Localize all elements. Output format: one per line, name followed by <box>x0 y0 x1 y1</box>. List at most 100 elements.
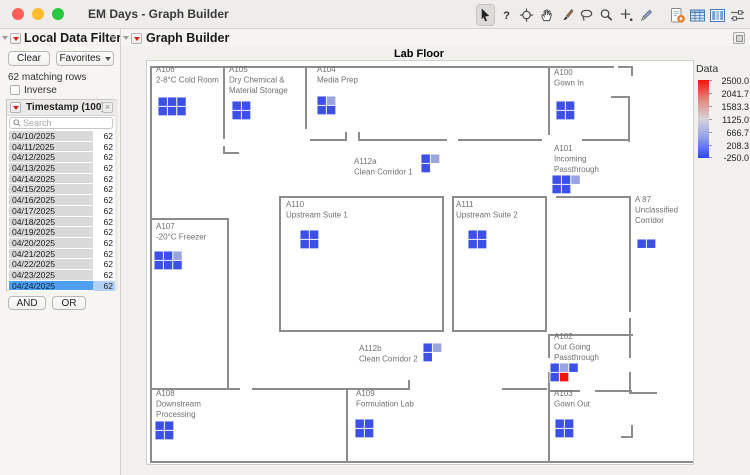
data-cell[interactable] <box>316 104 327 116</box>
filter-date-value[interactable]: 04/11/2025 <box>9 141 93 153</box>
data-cell[interactable] <box>176 105 187 117</box>
filter-date-value[interactable]: 04/24/2025 <box>9 280 93 292</box>
legend-gradient-bar[interactable] <box>698 80 709 158</box>
data-cell[interactable] <box>551 183 562 195</box>
filter-date-value[interactable]: 04/12/2025 <box>9 152 93 164</box>
filter-date-value[interactable]: 04/15/2025 <box>9 184 93 196</box>
filter-date-value[interactable]: 04/19/2025 <box>9 227 93 238</box>
annotate-tool-icon[interactable] <box>618 5 635 25</box>
data-cell[interactable] <box>549 362 560 373</box>
or-button[interactable]: OR <box>52 296 86 310</box>
filter-date-value[interactable]: 04/20/2025 <box>9 237 93 249</box>
data-cell[interactable] <box>308 238 320 250</box>
data-cell[interactable] <box>560 183 572 195</box>
data-cell[interactable] <box>551 174 562 185</box>
room-marker-A107[interactable] <box>153 250 183 271</box>
crosshair-tool-icon[interactable] <box>518 5 535 25</box>
room-marker-A100[interactable] <box>555 100 576 121</box>
data-cell[interactable] <box>570 174 581 185</box>
data-cell[interactable] <box>231 109 242 121</box>
minimize-window-icon[interactable] <box>32 8 44 20</box>
data-cell[interactable] <box>429 153 441 164</box>
data-cell[interactable] <box>172 250 183 261</box>
data-cell[interactable] <box>554 418 565 429</box>
data-cell[interactable] <box>299 238 310 250</box>
data-cell[interactable] <box>176 96 187 107</box>
filter-date-value[interactable]: 04/17/2025 <box>9 205 93 217</box>
magnifier-tool-icon[interactable] <box>598 5 615 25</box>
room-marker-A104[interactable] <box>316 95 337 116</box>
data-cell[interactable] <box>166 96 178 107</box>
filter-resize-icon[interactable] <box>110 36 116 40</box>
filter-collapse-icon[interactable] <box>2 36 8 40</box>
hand-tool-icon[interactable] <box>538 5 555 25</box>
filter-date-value[interactable]: 04/21/2025 <box>9 248 93 260</box>
data-cell[interactable] <box>157 96 168 107</box>
data-cell[interactable] <box>363 427 375 439</box>
help-tool-icon[interactable]: ? <box>498 5 515 25</box>
data-cell[interactable] <box>154 420 165 431</box>
room-marker-A87[interactable] <box>636 238 657 249</box>
remove-filter-icon[interactable]: × <box>102 102 113 113</box>
data-cell[interactable] <box>240 100 252 111</box>
filter-date-value[interactable]: 04/23/2025 <box>9 269 93 281</box>
data-cell[interactable] <box>476 229 488 240</box>
favorites-button[interactable]: Favorites <box>56 51 114 66</box>
clear-button[interactable]: Clear <box>8 51 50 66</box>
data-cell[interactable] <box>240 109 252 121</box>
room-marker-A106[interactable] <box>157 96 187 117</box>
data-cell[interactable] <box>563 427 575 439</box>
data-cell[interactable] <box>420 153 431 164</box>
data-cell[interactable] <box>153 259 164 271</box>
data-cell[interactable] <box>564 100 576 111</box>
filter-date-value[interactable]: 04/16/2025 <box>9 195 93 206</box>
room-marker-A112b[interactable] <box>422 342 443 363</box>
data-cell[interactable] <box>476 238 488 250</box>
data-cell[interactable] <box>162 250 174 261</box>
panel-separator[interactable] <box>120 29 121 475</box>
columns-button-icon[interactable] <box>709 5 726 25</box>
room-marker-A105[interactable] <box>231 100 252 121</box>
data-cell[interactable] <box>308 229 320 240</box>
brush-tool-icon[interactable] <box>558 5 575 25</box>
dock-window-button[interactable] <box>733 32 745 44</box>
data-cell[interactable] <box>325 104 337 116</box>
data-cell[interactable] <box>163 420 175 431</box>
filter-date-value[interactable]: 04/22/2025 <box>9 259 93 270</box>
data-cell[interactable] <box>299 229 310 240</box>
timestamp-red-triangle-menu[interactable] <box>10 102 21 113</box>
data-cell[interactable] <box>568 362 579 373</box>
data-cell[interactable] <box>422 342 433 353</box>
close-window-icon[interactable] <box>12 8 24 20</box>
data-cell[interactable] <box>163 429 175 441</box>
inverse-checkbox[interactable] <box>10 85 20 95</box>
filter-date-value[interactable]: 04/10/2025 <box>9 131 93 142</box>
room-marker-A112a[interactable] <box>420 153 441 174</box>
data-cell[interactable] <box>555 100 566 111</box>
graph-red-triangle-menu[interactable] <box>131 33 142 44</box>
data-cell[interactable] <box>549 371 560 383</box>
data-cell[interactable] <box>153 250 164 261</box>
data-cell[interactable] <box>363 418 375 429</box>
data-cell[interactable] <box>555 109 566 121</box>
data-cell[interactable] <box>231 100 242 111</box>
data-cell[interactable] <box>554 427 565 439</box>
data-cell[interactable] <box>325 95 337 106</box>
data-cell[interactable] <box>157 105 168 117</box>
room-marker-A111[interactable] <box>467 229 488 250</box>
graph-collapse-icon[interactable] <box>123 36 129 40</box>
room-marker-A103[interactable] <box>554 418 575 439</box>
data-cell[interactable] <box>560 174 572 185</box>
data-cell[interactable] <box>162 259 174 271</box>
search-input[interactable]: Search <box>9 117 113 129</box>
